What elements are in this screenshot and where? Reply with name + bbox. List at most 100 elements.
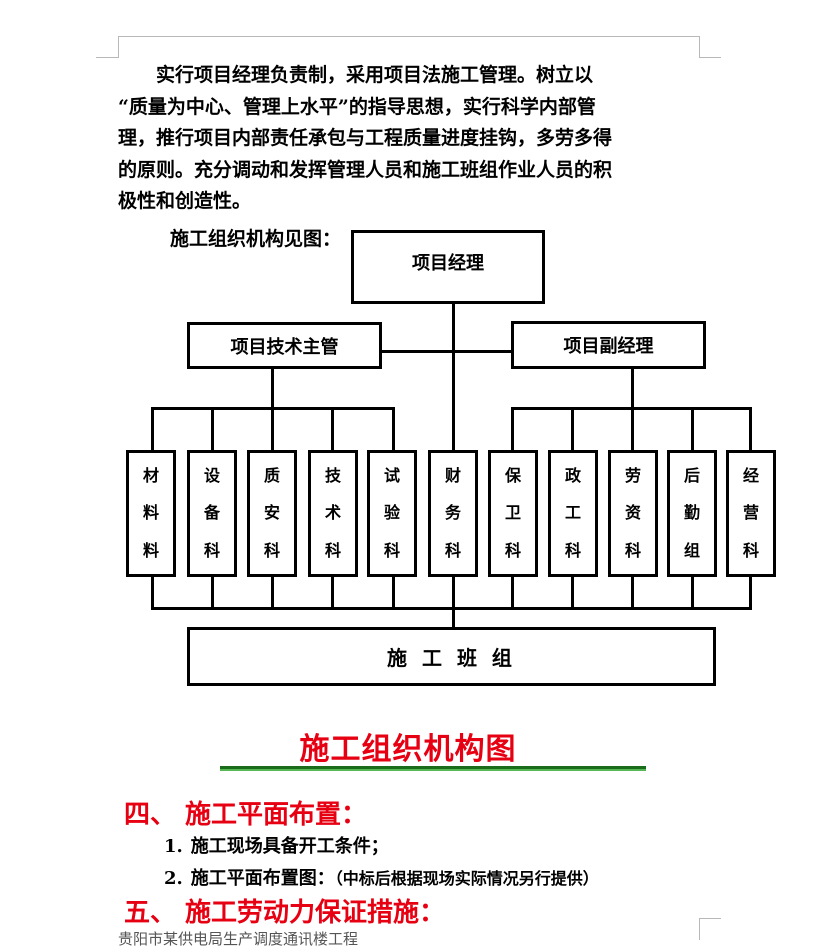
dept-char: 料 bbox=[142, 503, 159, 523]
list-item: 1. 施工现场具备开工条件； bbox=[164, 832, 389, 858]
dept-char: 财 bbox=[444, 465, 461, 485]
dept-char: 科 bbox=[203, 541, 220, 561]
connector-line bbox=[631, 368, 634, 409]
connector-line bbox=[691, 575, 694, 609]
dept-char: 工 bbox=[564, 503, 581, 523]
connector-line bbox=[749, 575, 752, 609]
dept-char: 料 bbox=[142, 541, 159, 561]
connector-line bbox=[211, 407, 214, 452]
dept-char: 科 bbox=[263, 541, 280, 561]
list-number: 1. bbox=[164, 836, 183, 857]
org-node-technical-director: 项目技术主管 bbox=[187, 322, 382, 369]
org-node-department: 材 料 料 bbox=[126, 450, 176, 577]
dept-char: 卫 bbox=[504, 503, 521, 523]
connector-line bbox=[151, 407, 154, 452]
connector-line bbox=[452, 607, 455, 629]
list-note: （中标后根据现场实际情况另行提供） bbox=[334, 869, 599, 888]
dept-char: 科 bbox=[324, 541, 341, 561]
dept-char: 设 bbox=[203, 465, 220, 485]
caption-underline bbox=[220, 766, 646, 769]
org-node-department: 政 工 科 bbox=[548, 450, 598, 577]
org-node-department: 试 验 科 bbox=[367, 450, 417, 577]
connector-line bbox=[392, 575, 395, 609]
org-node-department: 保 卫 科 bbox=[488, 450, 538, 577]
connector-line bbox=[331, 575, 334, 609]
dept-char: 安 bbox=[263, 503, 280, 523]
org-node-project-manager: 项目经理 bbox=[351, 230, 545, 304]
org-node-department: 技 术 科 bbox=[308, 450, 358, 577]
paragraph-line: 实行项目经理负责制，采用项目法施工管理。树立以 bbox=[156, 64, 594, 86]
connector-line bbox=[749, 407, 752, 452]
dept-char: 劳 bbox=[624, 465, 641, 485]
dept-char: 营 bbox=[742, 503, 759, 523]
org-node-department: 财 务 科 bbox=[428, 450, 478, 577]
list-text: 施工平面布置图： bbox=[190, 868, 335, 889]
section-heading: 四、 施工平面布置： bbox=[124, 800, 368, 830]
connector-line bbox=[380, 350, 514, 353]
connector-line bbox=[211, 575, 214, 609]
crop-mark bbox=[699, 918, 700, 940]
dept-char: 经 bbox=[742, 465, 759, 485]
org-node-department: 质 安 科 bbox=[247, 450, 297, 577]
org-node-label: 项目经理 bbox=[412, 253, 484, 274]
crop-mark bbox=[96, 57, 118, 58]
connector-line bbox=[571, 407, 574, 452]
dept-char: 科 bbox=[742, 541, 759, 561]
paragraph-line: 极性和创造性。 bbox=[118, 190, 252, 212]
dept-char: 科 bbox=[444, 541, 461, 561]
dept-char: 勤 bbox=[683, 503, 700, 523]
connector-line bbox=[691, 407, 694, 452]
crop-mark bbox=[699, 36, 700, 58]
connector-line bbox=[331, 407, 334, 452]
body-paragraph: 实行项目经理负责制，采用项目法施工管理。树立以 “质量为中心、管理上水平”的指导… bbox=[118, 60, 690, 218]
dept-char: 后 bbox=[683, 465, 700, 485]
dept-char: 保 bbox=[504, 465, 521, 485]
caption-underline bbox=[220, 769, 646, 771]
dept-char: 科 bbox=[504, 541, 521, 561]
connector-line bbox=[271, 366, 274, 409]
list-number: 2. bbox=[164, 868, 183, 889]
connector-line bbox=[511, 407, 514, 452]
connector-line bbox=[511, 575, 514, 609]
dept-char: 科 bbox=[383, 541, 400, 561]
org-node-label: 施 工 班 组 bbox=[387, 646, 516, 670]
crop-mark bbox=[118, 36, 700, 37]
org-node-label: 项目技术主管 bbox=[230, 336, 339, 358]
paragraph-line: 的原则。充分调动和发挥管理人员和施工班组作业人员的积 bbox=[118, 158, 613, 181]
connector-line bbox=[271, 407, 274, 452]
connector-line bbox=[151, 575, 154, 609]
org-node-department: 后 勤 组 bbox=[667, 450, 717, 577]
org-node-deputy-manager: 项目副经理 bbox=[511, 321, 706, 369]
list-text: 施工现场具备开工条件； bbox=[190, 836, 389, 857]
dept-char: 资 bbox=[624, 503, 641, 523]
dept-char: 组 bbox=[683, 541, 700, 561]
org-node-department: 设 备 科 bbox=[187, 450, 237, 577]
connector-line bbox=[271, 575, 274, 609]
chart-caption: 施工组织机构图 bbox=[299, 732, 517, 767]
connector-line bbox=[631, 407, 634, 452]
crop-mark bbox=[699, 57, 721, 58]
dept-char: 务 bbox=[444, 503, 461, 523]
connector-line bbox=[151, 607, 752, 610]
crop-mark bbox=[118, 36, 119, 58]
chart-intro-text: 施工组织机构见图： bbox=[170, 228, 342, 250]
org-node-department: 经 营 科 bbox=[726, 450, 776, 577]
section-heading: 五、 施工劳动力保证措施： bbox=[124, 898, 446, 928]
dept-char: 材 bbox=[142, 465, 159, 485]
dept-char: 科 bbox=[564, 541, 581, 561]
list-item: 2. 施工平面布置图：（中标后根据现场实际情况另行提供） bbox=[164, 864, 599, 890]
org-node-department: 劳 资 科 bbox=[608, 450, 658, 577]
dept-char: 政 bbox=[564, 465, 581, 485]
dept-char: 试 bbox=[383, 465, 400, 485]
org-node-work-crew: 施 工 班 组 bbox=[187, 627, 716, 686]
crop-mark bbox=[699, 918, 721, 919]
dept-char: 验 bbox=[383, 503, 400, 523]
dept-char: 术 bbox=[324, 503, 341, 523]
dept-char: 科 bbox=[624, 541, 641, 561]
connector-line bbox=[571, 575, 574, 609]
dept-char: 备 bbox=[203, 503, 220, 523]
connector-line bbox=[631, 575, 634, 609]
dept-char: 技 bbox=[324, 465, 341, 485]
footer-text: 贵阳市某供电局生产调度通讯楼工程 bbox=[118, 930, 359, 948]
paragraph-line: “质量为中心、管理上水平”的指导思想，实行科学内部管 bbox=[118, 95, 596, 118]
